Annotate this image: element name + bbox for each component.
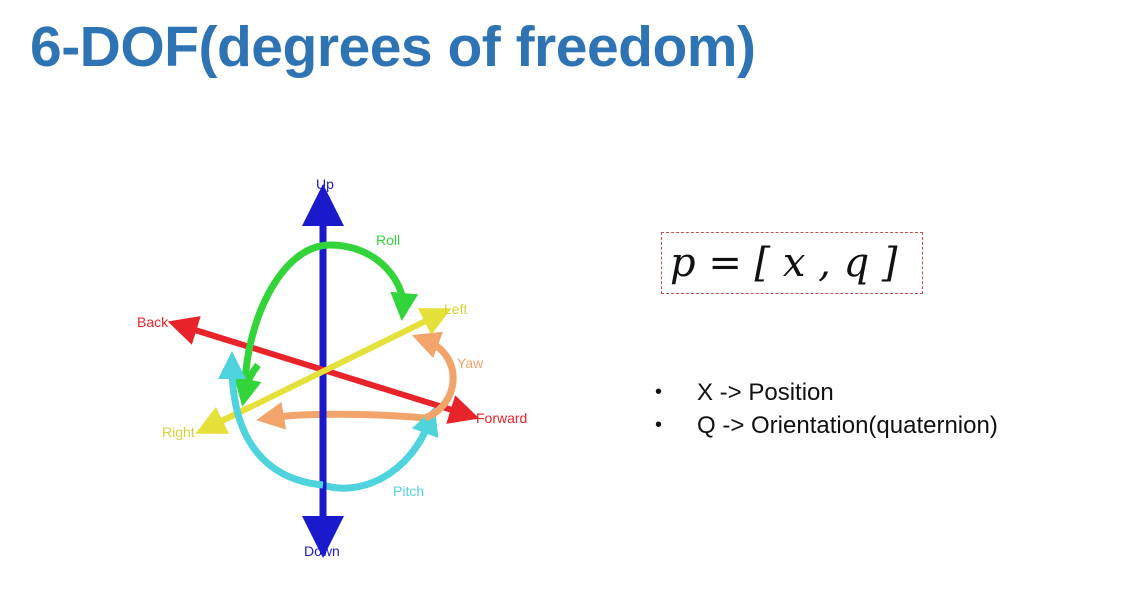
label-down: Down (304, 543, 340, 559)
label-roll: Roll (376, 232, 400, 248)
bullet-marker: • (655, 414, 663, 436)
bullet-text: Q -> Orientation(quaternion) (697, 411, 998, 439)
bullet-marker: • (655, 381, 663, 403)
label-pitch: Pitch (393, 483, 424, 499)
bullet-item-position: • X -> Position (655, 376, 998, 409)
pitch-arc-front (218, 351, 324, 489)
roll-arc (241, 241, 419, 391)
label-left: Left (444, 301, 467, 317)
label-up: Up (316, 176, 334, 192)
bullet-item-orientation: • Q -> Orientation(quaternion) (655, 409, 998, 442)
bullet-list: • X -> Position • Q -> Orientation(quate… (655, 376, 998, 442)
label-yaw: Yaw (457, 355, 484, 371)
roll-arc-tail (234, 362, 262, 407)
formula-text: p = [ x , q ] (670, 240, 898, 286)
right-arrow (195, 404, 252, 434)
pitch-arc (321, 406, 439, 492)
label-right: Right (162, 424, 195, 440)
slide-title: 6-DOF(degrees of freedom) (30, 15, 756, 79)
bullet-text: X -> Position (697, 378, 834, 406)
back-arrow (167, 316, 241, 347)
yaw-arc-front (411, 331, 457, 422)
formula-box: p = [ x , q ] (661, 232, 923, 294)
six-dof-diagram: Up Down Back Forward Left Right Roll Yaw… (137, 176, 527, 559)
label-forward: Forward (476, 410, 527, 426)
label-back: Back (137, 314, 169, 330)
yaw-arc (256, 401, 426, 430)
